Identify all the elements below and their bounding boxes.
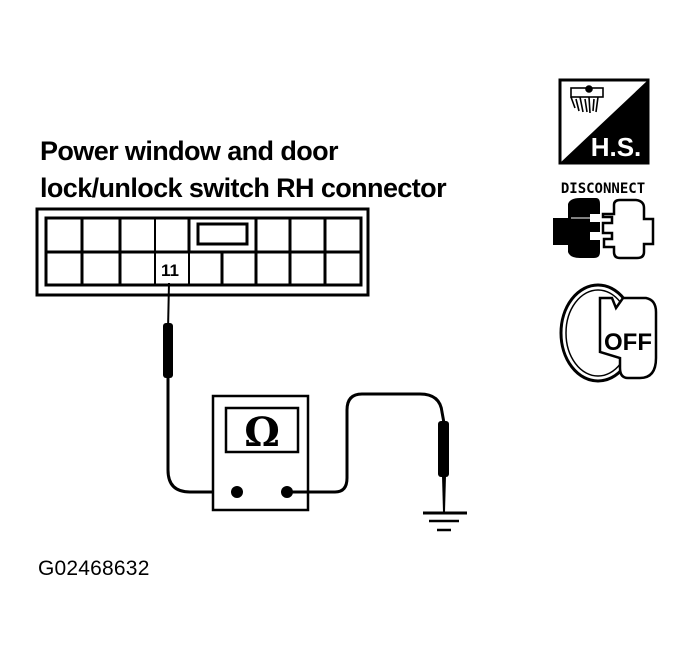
ignition-key-off-icon: OFF: [559, 283, 658, 383]
connector: 11: [35, 207, 370, 297]
ohm-symbol-icon: Ω: [244, 409, 280, 456]
harness-side-icon: H.S.: [558, 78, 650, 165]
test-probe-left: [163, 282, 237, 494]
off-label: OFF: [604, 329, 652, 356]
ground-icon: [423, 511, 467, 532]
meter-jack-left: [231, 486, 243, 498]
pin-11-label: 11: [161, 261, 179, 280]
diagram-title-line-1: Power window and door: [40, 136, 339, 166]
disconnect-connector-icon: DISCONNECT: [553, 181, 655, 260]
diagram-title-line-2: lock/unlock switch RH connector: [40, 173, 447, 203]
test-probe-right: [287, 392, 449, 512]
hs-label: H.S.: [591, 132, 642, 162]
disconnect-label: DISCONNECT: [561, 181, 645, 197]
figure-caption: G02468632: [38, 557, 150, 580]
